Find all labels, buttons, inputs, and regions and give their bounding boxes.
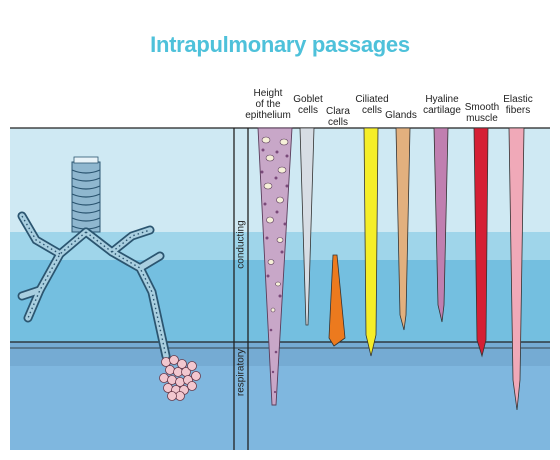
bronchial-tree-illustration	[17, 156, 201, 401]
band-respiratory-strip	[10, 342, 550, 366]
elastic-fibers-bar	[508, 127, 525, 411]
alveolar-cluster	[159, 355, 201, 401]
ciliated-cells-bar	[363, 127, 379, 357]
goblet-cells-bar	[299, 127, 315, 326]
band-respiratory	[10, 342, 550, 450]
hyaline-cartilage-bar	[433, 127, 449, 323]
page-title: Intrapulmonary passages	[150, 32, 410, 57]
zone-label-respiratory: respiratory	[235, 348, 247, 397]
glands-bar	[395, 127, 411, 331]
smooth-muscle-bar	[473, 127, 489, 358]
clara-cells-bar	[328, 254, 346, 347]
zone-label-conducting: conducting	[235, 220, 247, 269]
header-glands: Glands	[385, 110, 417, 121]
epithelium-height-wedge	[257, 127, 293, 406]
component-bars	[299, 127, 525, 411]
